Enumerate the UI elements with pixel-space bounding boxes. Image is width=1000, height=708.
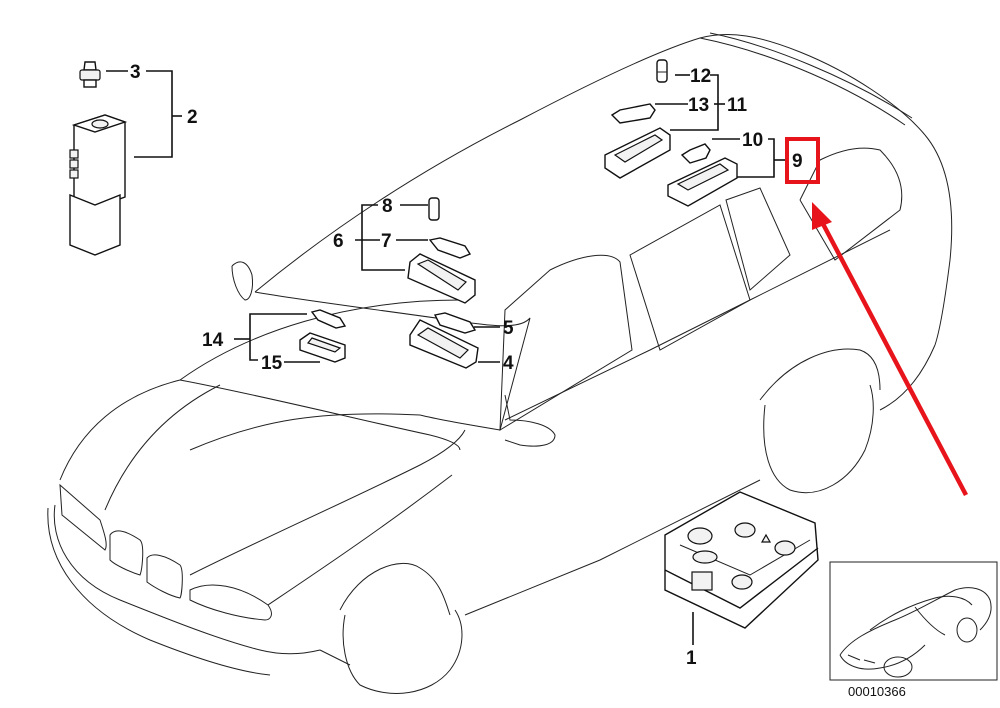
document-number: 00010366: [848, 684, 906, 699]
part-15-lamp-socket: [299, 332, 346, 363]
inset-car-outline: [839, 587, 992, 678]
car-outline: [47, 32, 953, 694]
part-1-bulb-kit-box: [664, 491, 819, 629]
highlight-annotation: [785, 137, 968, 497]
part-4-light-housing: [409, 319, 479, 369]
leader-lines: [106, 70, 788, 645]
callout-5: 5: [503, 318, 514, 339]
part-13-festoon-bulb: [610, 103, 656, 124]
part-14-festoon-bulb: [310, 309, 347, 329]
callout-2: 2: [187, 107, 198, 128]
callout-14: 14: [202, 330, 224, 351]
part-7-festoon-bulb: [428, 237, 472, 259]
part-12-bulb: [656, 59, 668, 83]
callout-12: 12: [690, 66, 711, 87]
part-3-bulb: [79, 61, 101, 88]
part-9-light-housing: [667, 157, 738, 207]
part-8-bulb: [428, 197, 440, 221]
callout-15: 15: [261, 353, 283, 374]
callout-8: 8: [382, 196, 393, 217]
callout-9: 9: [792, 151, 803, 172]
inset-thumbnail: 00010366: [829, 561, 998, 699]
callout-13: 13: [688, 95, 709, 116]
highlight-box-callout-9: [785, 137, 820, 184]
part-11-light-housing: [604, 127, 671, 179]
red-arrow: [820, 220, 968, 497]
part-10-festoon-bulb: [680, 143, 711, 164]
callout-10: 10: [742, 130, 763, 151]
red-arrowhead-icon: [812, 202, 832, 230]
part-2-flashlight: [69, 114, 128, 256]
callout-11: 11: [727, 95, 748, 116]
callout-labels: 3 2 12 13 11 10 9 8 6 7 5 4 14 15 1: [130, 62, 803, 669]
callout-1: 1: [686, 648, 697, 669]
callout-3: 3: [130, 62, 141, 83]
callout-6: 6: [333, 231, 344, 252]
part-5-festoon-bulb: [433, 312, 477, 334]
part-6-light-housing: [407, 253, 476, 304]
callout-4: 4: [503, 353, 514, 374]
callout-7: 7: [381, 231, 392, 252]
